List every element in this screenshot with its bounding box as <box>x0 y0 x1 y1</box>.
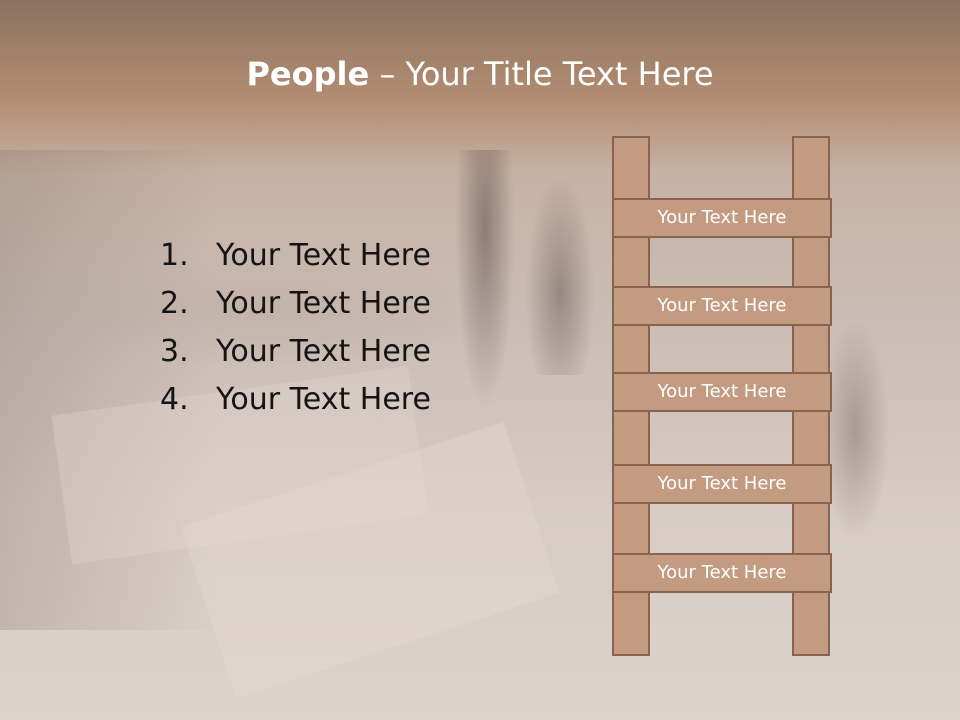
list-item: 4. Your Text Here <box>160 376 431 424</box>
slide-title: People – Your Title Text Here <box>0 52 960 96</box>
ladder-rung-4: Your Text Here <box>612 464 832 504</box>
ladder-rung-3: Your Text Here <box>612 372 832 412</box>
list-item: 3. Your Text Here <box>160 328 431 376</box>
list-text: Your Text Here <box>216 238 431 273</box>
background-bottle <box>525 175 595 375</box>
title-rest: – Your Title Text Here <box>369 55 714 93</box>
numbered-list: 1. Your Text Here 2. Your Text Here 3. Your… <box>160 232 431 424</box>
list-item: 2. Your Text Here <box>160 280 431 328</box>
ladder-rung-1: Your Text Here <box>612 198 832 238</box>
background-vase <box>820 320 890 540</box>
list-number: 1. <box>160 238 189 273</box>
list-text: Your Text Here <box>216 334 431 369</box>
background-plate <box>40 250 500 370</box>
list-number: 2. <box>160 286 189 321</box>
list-text: Your Text Here <box>216 382 431 417</box>
background-shadow <box>0 150 220 630</box>
list-text: Your Text Here <box>216 286 431 321</box>
ladder-rung-2: Your Text Here <box>612 286 832 326</box>
background-candlestick <box>455 150 515 410</box>
list-number: 3. <box>160 334 189 369</box>
ladder-rung-5: Your Text Here <box>612 553 832 593</box>
list-number: 4. <box>160 382 189 417</box>
list-item: 1. Your Text Here <box>160 232 431 280</box>
title-bold: People <box>246 55 370 93</box>
